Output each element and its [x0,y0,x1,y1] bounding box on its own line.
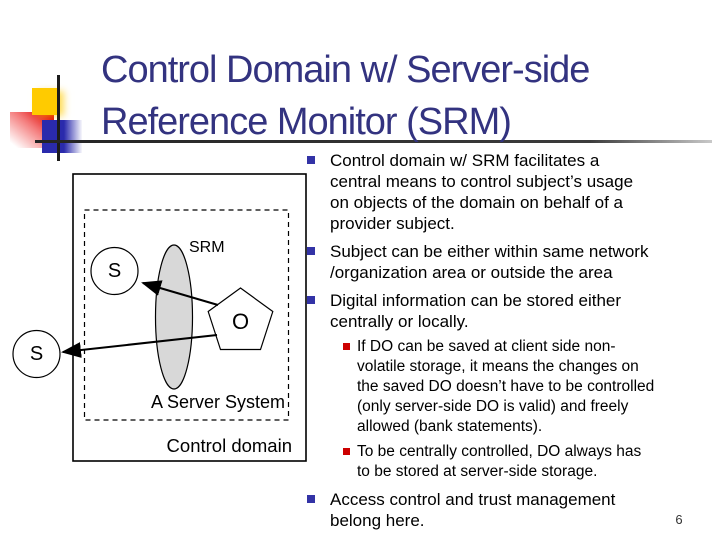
bullet-list: Control domain w/ SRM facilitates a cent… [302,145,720,531]
subject-circle-inner [90,246,139,296]
page-number: 6 [675,512,683,527]
bullet-text: Digital information can be stored either… [330,291,622,331]
subject-outer-label: S [29,343,44,365]
sub-bullet-item: If DO can be saved at client side non- v… [302,337,720,437]
bullet-square-icon [307,156,315,164]
access-arrow-object-to-inner-subject [141,280,219,306]
sub-bullet-square-icon [343,448,350,455]
subject-circle-outer [12,329,61,379]
control-domain-label: Control domain [166,435,292,456]
decoration-vertical-line [57,75,60,161]
bullet-item: Digital information can be stored either… [302,290,720,332]
control-domain-box [72,173,307,462]
subject-inner-label: S [107,260,122,282]
bullet-square-icon [307,495,315,503]
srm-label: SRM [189,239,225,256]
bullet-square-icon [307,296,315,304]
bullet-item: Control domain w/ SRM facilitates a cent… [302,150,720,234]
srm-ellipse [154,244,194,390]
sub-bullet-item: To be centrally controlled, DO always ha… [302,442,720,482]
bullet-text: To be centrally controlled, DO always ha… [357,443,642,480]
decoration-yellow-square [32,88,60,115]
bullet-text: Control domain w/ SRM facilitates a cent… [330,151,634,233]
title-underline [35,140,712,143]
sub-bullet-square-icon [343,343,350,350]
control-domain-diagram: SRM S O S A Server System Control domain [0,170,320,480]
bullet-item: Subject can be either within same networ… [302,241,720,283]
bullet-text: Subject can be either within same networ… [330,242,649,282]
diagram-canvas [12,173,307,462]
server-system-box [83,209,290,421]
slide-title: Control Domain w/ Server-side Reference … [101,49,590,143]
decoration-blue-square [42,120,82,153]
bullet-item: Access control and trust management belo… [302,489,720,531]
object-pentagon [207,287,274,351]
server-system-label: A Server System [150,392,285,412]
bullet-text: If DO can be saved at client side non- v… [357,338,655,435]
access-arrow-object-to-outer-subject [61,334,218,358]
bullet-square-icon [307,247,315,255]
bullet-text: Access control and trust management belo… [330,490,616,530]
object-label: O [231,309,250,334]
